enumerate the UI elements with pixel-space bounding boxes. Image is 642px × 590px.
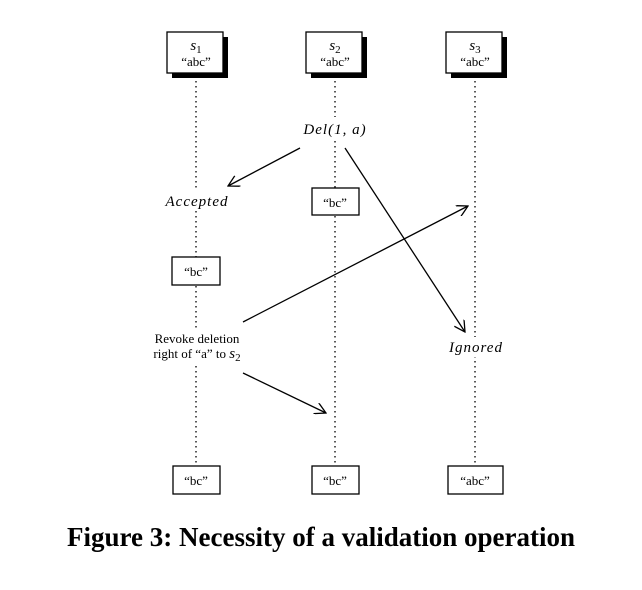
final-state-box-s3: “abc”: [447, 465, 504, 495]
site-box-s1: s1 “abc”: [166, 31, 228, 78]
svg-text:“bc”: “bc”: [323, 195, 347, 210]
site-sub-s1: 1: [196, 44, 202, 56]
arrow-op-to-ignored: [344, 147, 465, 332]
svg-text:“bc”: “bc”: [184, 473, 208, 488]
state-box-s2-bc: “bc”: [311, 187, 360, 216]
site-sub-s2: 2: [335, 44, 341, 56]
site-box-s3: s3 “abc”: [445, 31, 507, 78]
site-state-s1: “abc”: [181, 54, 211, 69]
site-state-s3: “abc”: [460, 54, 490, 69]
svg-text:“bc”: “bc”: [323, 473, 347, 488]
svg-text:s2: s2: [329, 38, 340, 56]
accepted-label: Accepted: [165, 194, 229, 210]
ignored-label: Ignored: [448, 340, 503, 356]
figure-caption: Figure 3: Necessity of a validation oper…: [67, 522, 575, 552]
svg-text:s1: s1: [190, 38, 201, 56]
revoke-label-line1: Revoke deletion: [155, 331, 240, 346]
arrow-revoke-to-s3: [242, 206, 468, 323]
operation-label: Del(1, a): [302, 122, 366, 138]
site-sub-s3: 3: [475, 44, 481, 56]
arrow-revoke-to-s2: [242, 372, 326, 413]
site-name-s1: s: [190, 38, 196, 54]
revoke-label-line2: right of “a” to s2: [153, 346, 240, 364]
state-box-s1-bc: “bc”: [171, 256, 221, 286]
arrow-op-to-accepted: [228, 147, 301, 186]
site-name-s3: s: [469, 38, 475, 54]
svg-text:“abc”: “abc”: [460, 473, 490, 488]
site-state-s2: “abc”: [320, 54, 350, 69]
svg-text:s3: s3: [469, 38, 481, 56]
final-state-box-s2: “bc”: [311, 465, 360, 495]
svg-text:“bc”: “bc”: [184, 264, 208, 279]
site-box-s2: s2 “abc”: [305, 31, 367, 78]
site-name-s2: s: [329, 38, 335, 54]
final-state-box-s1: “bc”: [172, 465, 221, 495]
